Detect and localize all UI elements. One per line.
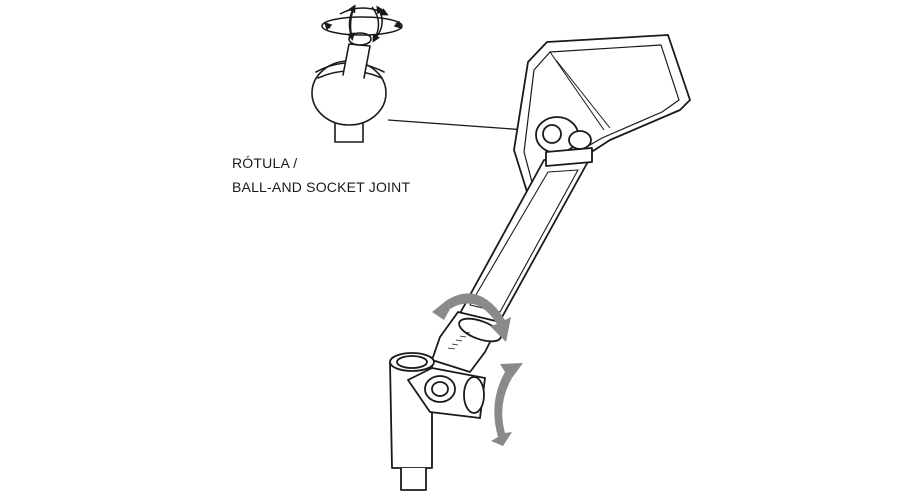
adjustment-arrows xyxy=(432,293,523,446)
ball-joint-icon xyxy=(311,32,387,143)
leader-line xyxy=(387,119,541,132)
mirror-arm xyxy=(431,147,593,373)
mount-icon xyxy=(389,352,486,491)
rotation-arrows-icon xyxy=(321,4,403,43)
caption-line-1: RÓTULA / xyxy=(232,155,298,171)
caption-line-2: BALL-AND SOCKET JOINT xyxy=(232,179,411,195)
